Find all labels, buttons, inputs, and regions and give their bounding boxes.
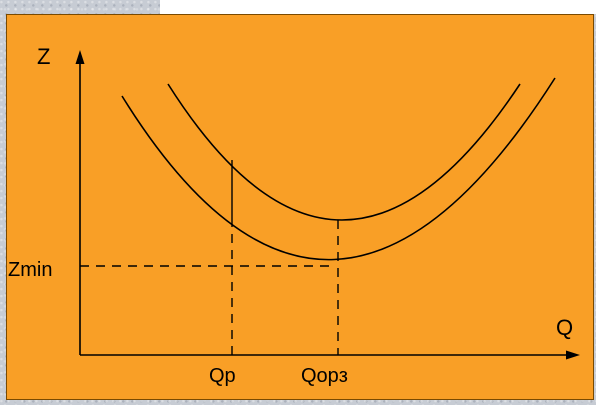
zmin-label: Zmin (8, 259, 52, 281)
x-axis-arrow (566, 350, 580, 360)
x-axis-label: Q (556, 315, 573, 340)
diagram-panel (6, 14, 594, 400)
lower-cost-curve (121, 77, 556, 261)
qp-tick-label: Qp (209, 365, 236, 387)
y-axis-arrow (75, 50, 85, 64)
y-axis-label: Z (37, 44, 50, 69)
upper-cost-curve (167, 83, 521, 221)
top-white-strip (160, 0, 596, 14)
qopz-tick-label: Qopз (301, 365, 348, 387)
